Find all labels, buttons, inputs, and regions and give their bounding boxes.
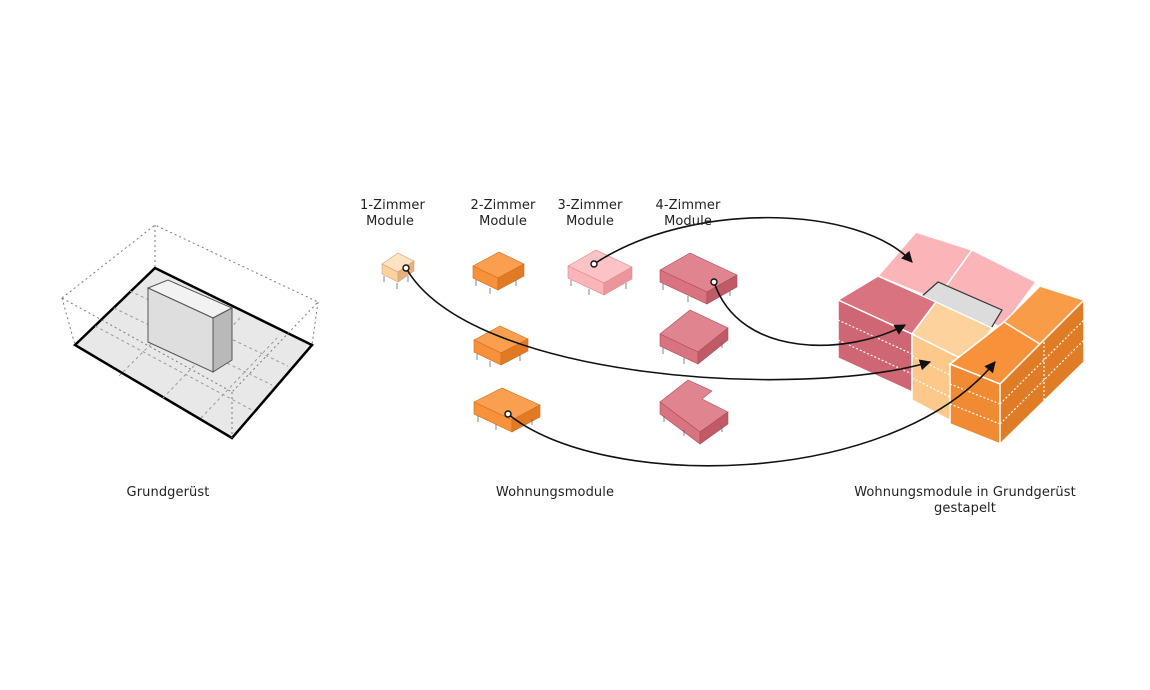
arrows [405, 216, 996, 467]
modules-caption: Wohnungsmodule [495, 485, 615, 500]
arrow-1-room [405, 267, 932, 381]
core-block [146, 279, 234, 373]
module-2-room-a [472, 251, 525, 294]
module-1-room [381, 252, 415, 289]
arrow-4-room [713, 281, 906, 346]
module-2-room-c [473, 387, 541, 433]
frame-volume-outline [61, 224, 319, 438]
arrow-2-room [507, 361, 996, 467]
module-4-room-c [659, 379, 729, 445]
arrow-3-room [593, 216, 913, 265]
frame-diagram [61, 224, 319, 440]
stacked-building [836, 231, 1087, 446]
module-3-room [567, 249, 633, 296]
module-4-room-a [659, 252, 738, 305]
module-2-room-b [473, 325, 529, 367]
module-4-room-b [659, 309, 729, 365]
frame-caption: Grundgerüst [126, 485, 210, 500]
arrow-origins [402, 260, 718, 418]
